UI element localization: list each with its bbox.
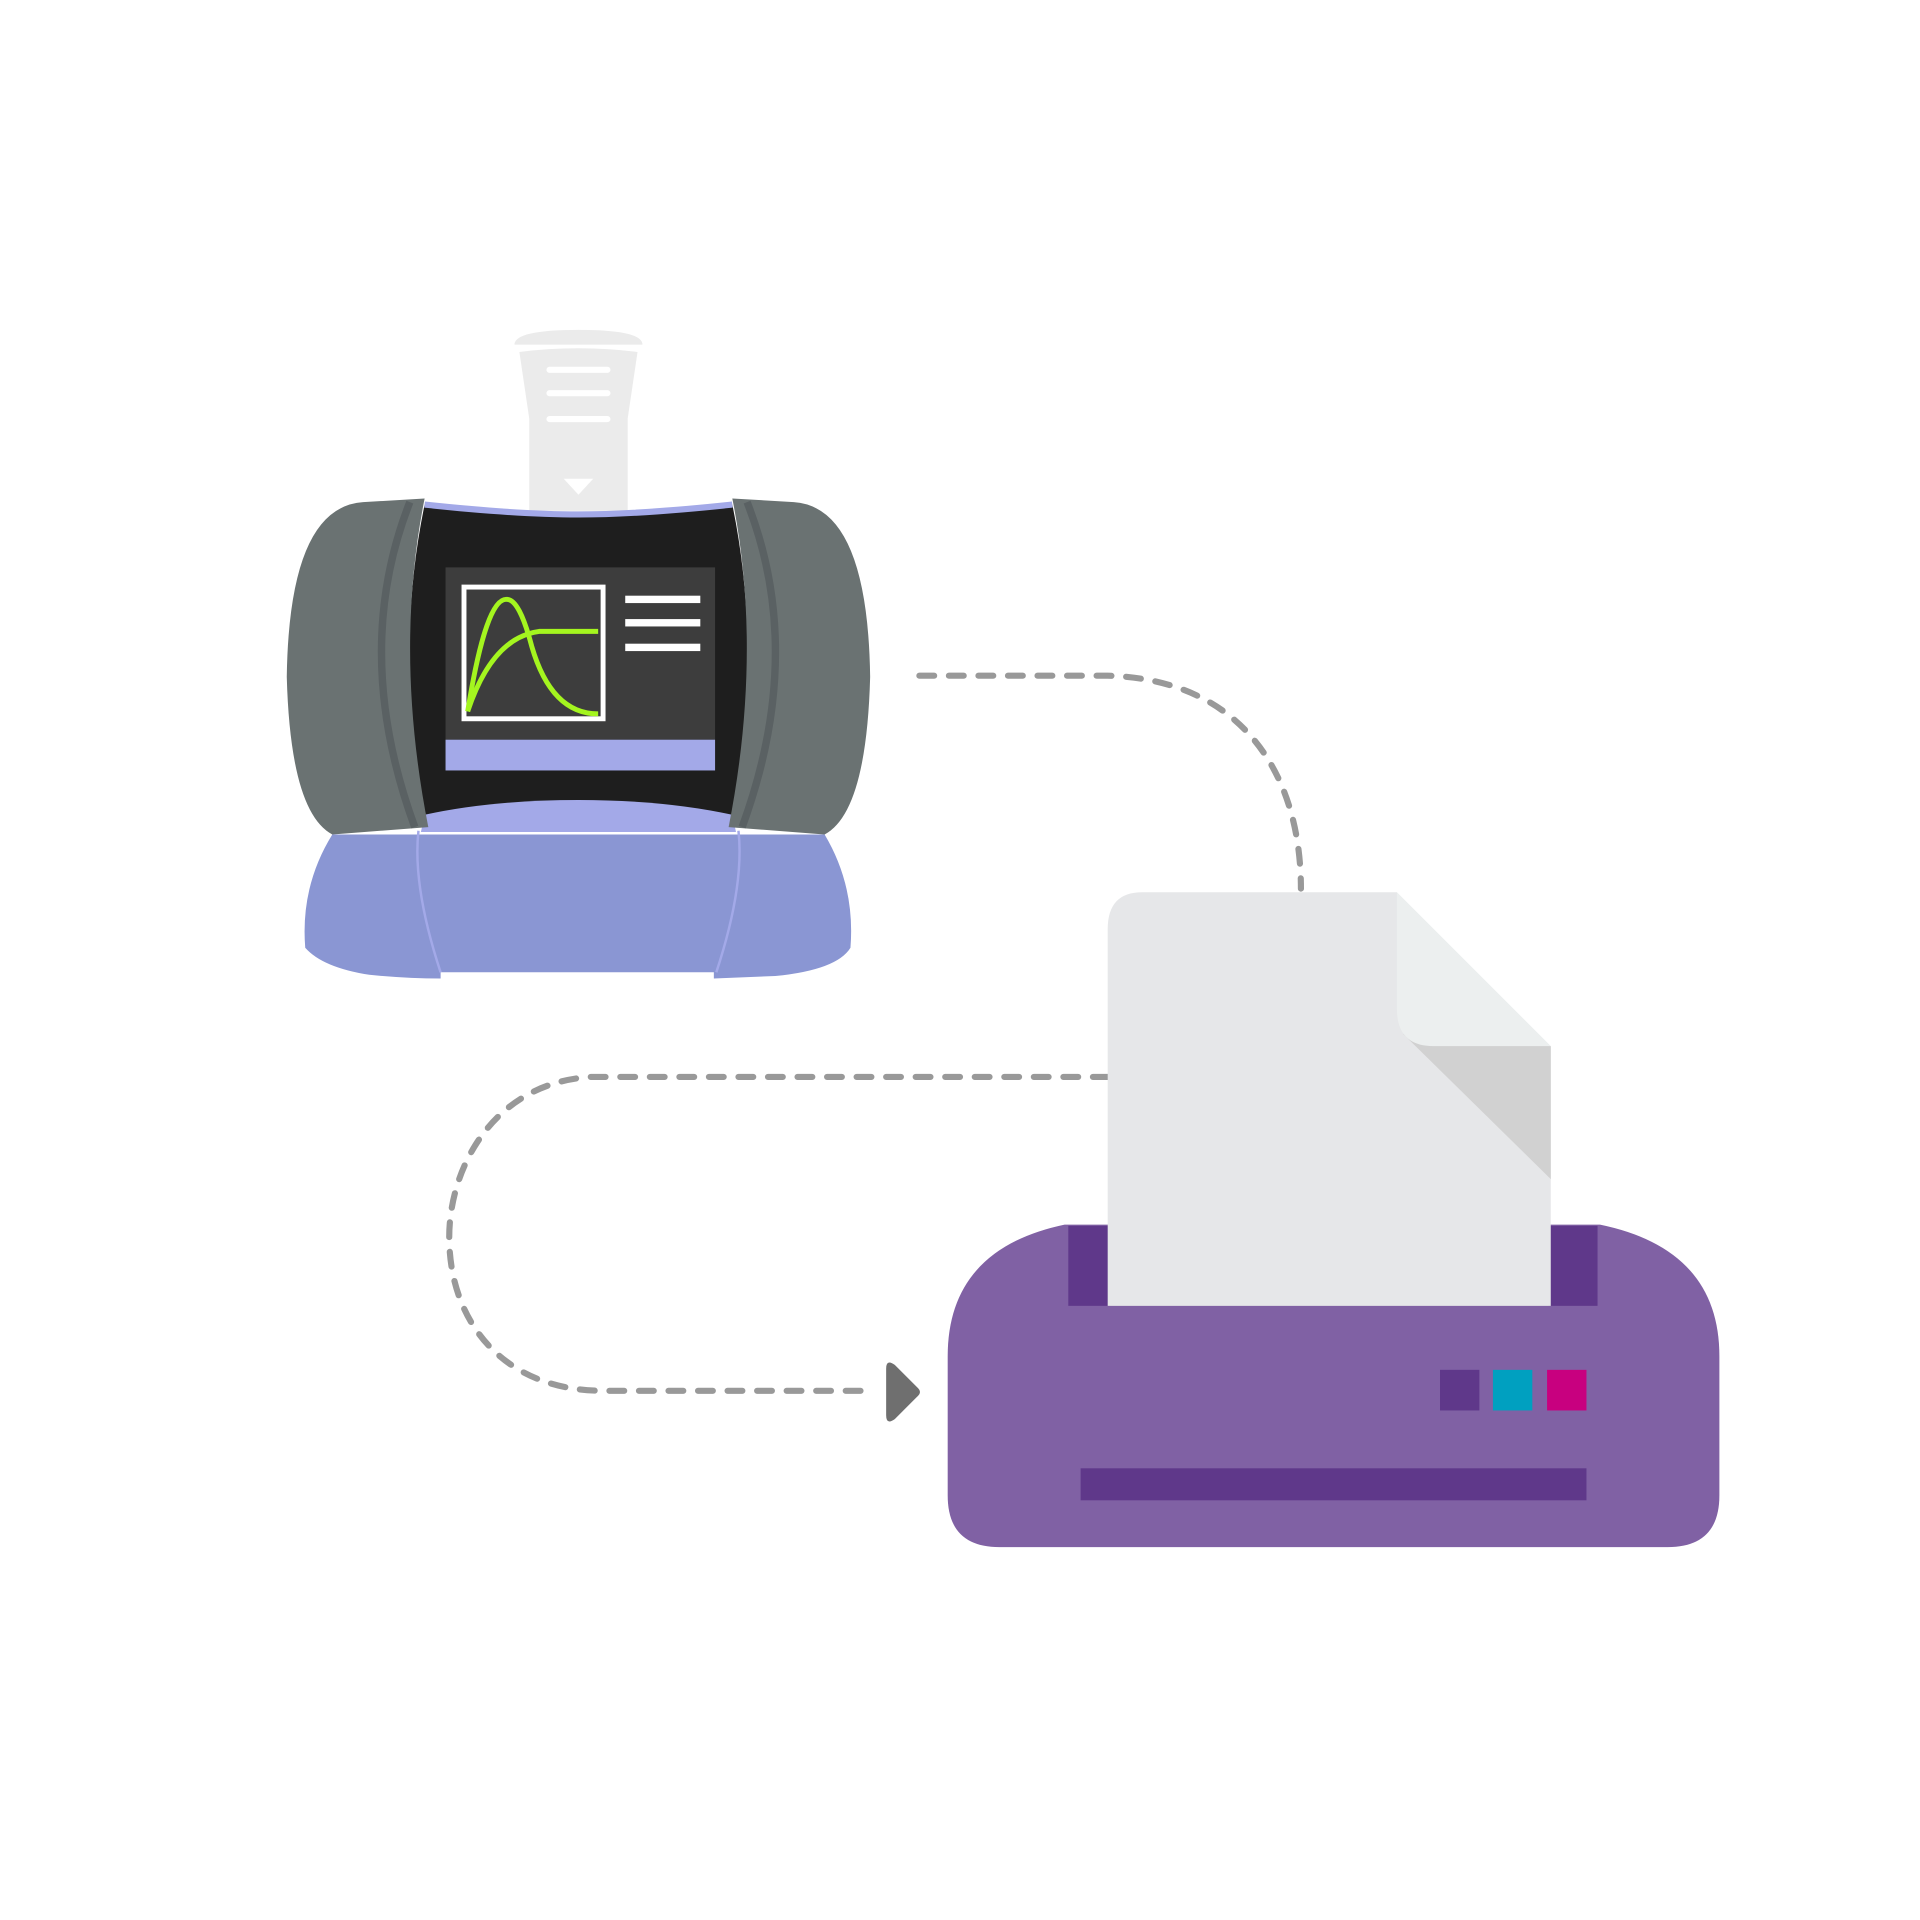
paper-output-slot	[1080, 1468, 1587, 1501]
dashed-connector-paper-to-arrow	[446, 1073, 1111, 1394]
device-base	[304, 834, 852, 979]
arrow-head-icon	[886, 1362, 920, 1422]
screen-status-bar	[445, 739, 716, 771]
printer	[947, 892, 1720, 1548]
volume-time-curve	[465, 628, 599, 713]
paper-document-icon	[1107, 892, 1551, 1306]
ink-indicator-purple	[1440, 1369, 1480, 1411]
dashed-connector-device-to-paper	[916, 672, 1304, 892]
flow-volume-curve	[465, 596, 599, 717]
flow-chart-frame	[461, 584, 606, 722]
spirometer-device	[286, 329, 871, 979]
left-grip	[286, 498, 429, 835]
ink-indicator-magenta	[1547, 1369, 1587, 1411]
device-screen	[445, 567, 716, 771]
ink-indicator-cyan	[1492, 1369, 1533, 1411]
mouthpiece	[514, 329, 643, 511]
right-grip	[728, 498, 871, 835]
